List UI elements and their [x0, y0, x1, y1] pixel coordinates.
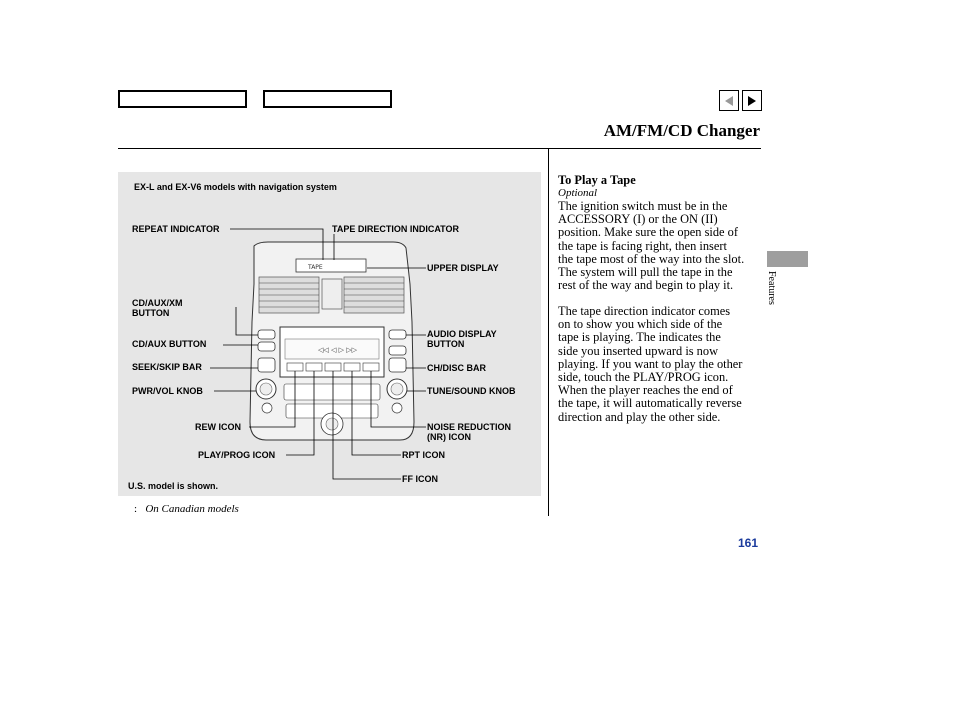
label-audio-display-line1: AUDIO DISPLAY: [427, 329, 497, 339]
audio-unit-illustration: TAPE ◁◁ ◁ ▷ ▷▷: [210, 228, 426, 480]
label-tape-direction-indicator: TAPE DIRECTION INDICATOR: [332, 224, 460, 234]
section-heading: To Play a Tape: [558, 173, 636, 187]
text-line: the tape most of the way into the slot.: [558, 251, 745, 266]
label-pwr-vol-knob: PWR/VOL KNOB: [132, 386, 203, 396]
prev-page-button[interactable]: [719, 90, 739, 111]
label-upper-display: UPPER DISPLAY: [427, 263, 499, 273]
text-line: tape is playing. The indicates the: [558, 330, 721, 345]
text-line: position. Make sure the open side of: [558, 225, 738, 240]
label-tune-sound-knob: TUNE/SOUND KNOB: [427, 386, 516, 396]
right-arrow-icon: [748, 95, 756, 106]
footnote-text: On Canadian models: [145, 503, 239, 515]
label-ch-disc-bar: CH/DISC BAR: [427, 363, 487, 373]
label-cd-aux-button: CD/AUX BUTTON: [132, 339, 207, 349]
caption-top: EX-L and EX-V6 models with navigation sy…: [134, 182, 337, 192]
page-title: AM/FM/CD Changer: [603, 121, 760, 140]
label-ff-icon: FF ICON: [402, 474, 438, 484]
text-line: ACCESSORY (I) or the ON (II): [558, 212, 718, 227]
label-rpt-icon: RPT ICON: [402, 450, 446, 460]
side-section-label: Features: [766, 271, 777, 305]
label-repeat-indicator: REPEAT INDICATOR: [132, 224, 220, 234]
nav-tab-contents[interactable]: [118, 90, 247, 108]
label-cd-aux-xm-line1: CD/AUX/XM: [132, 298, 183, 308]
text-line: The ignition switch must be in the: [558, 199, 728, 213]
text-line: the tape, it will automatically reverse: [558, 396, 742, 411]
text-line: rest of the way and begin to play it.: [558, 278, 734, 293]
label-rew-icon: REW ICON: [195, 422, 241, 432]
label-seek-skip-bar: SEEK/SKIP BAR: [132, 362, 202, 372]
optional-note: Optional: [558, 187, 598, 199]
left-arrow-icon: [725, 95, 733, 106]
paragraph-2: The tape direction indicator comes on to…: [558, 304, 763, 424]
label-play-prog-icon: PLAY/PROG ICON: [198, 450, 276, 460]
text-line: The system will pull the tape in the: [558, 265, 733, 280]
label-noise-reduction-line1: NOISE REDUCTION: [427, 422, 512, 432]
figure-panel: TAPE ◁◁ ◁ ▷ ▷▷: [118, 172, 541, 496]
svg-text:◁◁ ◁ ▷ ▷▷: ◁◁ ◁ ▷ ▷▷: [318, 346, 358, 354]
footnote: : On Canadian models: [134, 503, 239, 515]
caption-bottom: U.S. model is shown.: [128, 481, 219, 491]
text-line: side you inserted upward is now: [558, 343, 719, 358]
text-line: the tape is facing right, then insert: [558, 238, 727, 253]
header-rule: [118, 148, 761, 149]
page-number: 161: [738, 536, 759, 550]
text-line: When the player reaches the end of: [558, 383, 733, 398]
label-audio-display-line2: BUTTON: [427, 339, 465, 349]
label-noise-reduction-line2: (NR) ICON: [427, 432, 471, 442]
text-line: on to show you which side of the: [558, 317, 723, 332]
text-line: side, touch the PLAY/PROG icon.: [558, 370, 729, 385]
next-page-button[interactable]: [742, 90, 762, 111]
nav-tab-index[interactable]: [263, 90, 392, 108]
svg-text:TAPE: TAPE: [307, 264, 323, 271]
label-cd-aux-xm-line2: BUTTON: [132, 308, 170, 318]
section-tab: [767, 251, 808, 267]
text-line: playing. If you want to play the other: [558, 356, 743, 371]
footnote-marker: :: [134, 503, 138, 515]
column-divider: [548, 149, 549, 516]
text-line: The tape direction indicator comes: [558, 304, 731, 318]
text-line: direction and play the other side.: [558, 409, 721, 424]
paragraph-1: The ignition switch must be in the ACCES…: [558, 199, 763, 293]
